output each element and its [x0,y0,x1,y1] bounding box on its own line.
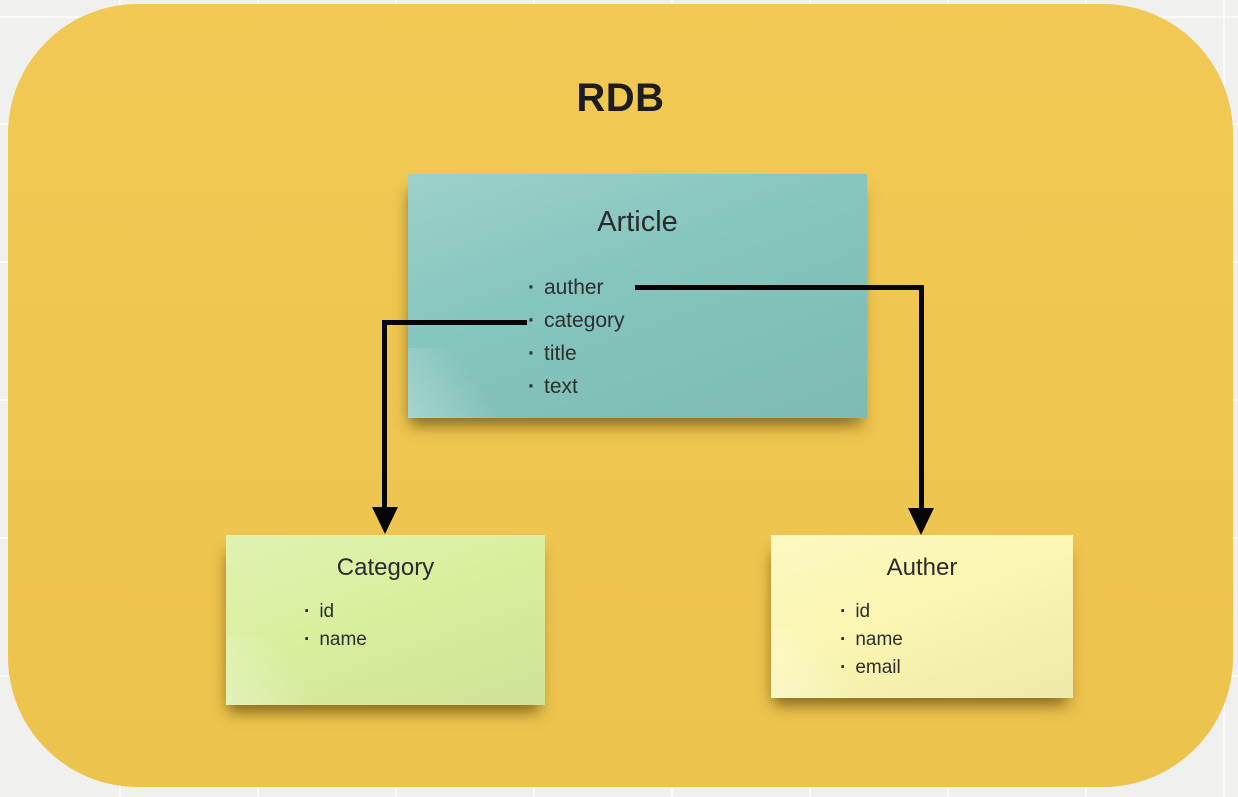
bullet-dot-icon: · [840,601,847,622]
note-category-fields: · id · name [304,598,545,654]
bullet-dot-icon: · [840,657,847,678]
field-item: · text [528,370,867,403]
field-item: · name [304,626,545,654]
field-label: auther [544,276,604,299]
note-auther-title: Auther [886,554,958,581]
note-category-title: Category [336,554,435,581]
field-item: · email [840,654,1073,682]
bullet-dot-icon: · [528,276,535,299]
connector-auther-horizontal-segment [635,285,924,290]
field-label: id [319,601,335,622]
field-label: name [855,629,903,650]
field-item: · name [840,626,1073,654]
field-label: category [544,309,625,332]
bullet-dot-icon: · [304,601,311,622]
note-article-title: Article [597,206,678,238]
connector-category-horizontal-segment [382,320,527,325]
bullet-dot-icon: · [840,629,847,650]
field-item: · id [304,598,545,626]
field-label: text [544,375,578,398]
bullet-dot-icon: · [528,309,535,332]
bullet-dot-icon: · [528,342,535,365]
field-item: · category [528,304,867,337]
note-auther[interactable]: Auther · id · name · email [771,535,1073,698]
connector-category-vertical-segment [382,320,387,511]
field-item: · auther [528,271,867,304]
field-label: title [544,342,577,365]
note-article-fields: · auther · category · title · text [528,271,867,403]
arrowhead-down-icon [372,507,398,534]
bullet-dot-icon: · [528,375,535,398]
note-article[interactable]: Article · auther · category · title · text [408,174,867,418]
arrowhead-down-icon [908,508,934,535]
field-label: id [855,601,871,622]
frame-title: RDB [576,76,665,120]
connector-auther-vertical-segment [919,285,924,511]
note-auther-fields: · id · name · email [840,598,1073,682]
field-item: · title [528,337,867,370]
note-category[interactable]: Category · id · name [226,535,545,705]
frame-rdb[interactable]: RDB Article ·auther·category·title·text … [8,4,1233,787]
field-label: name [319,629,367,650]
field-label: email [855,657,901,678]
field-item: · id [840,598,1073,626]
bullet-dot-icon: · [304,629,311,650]
